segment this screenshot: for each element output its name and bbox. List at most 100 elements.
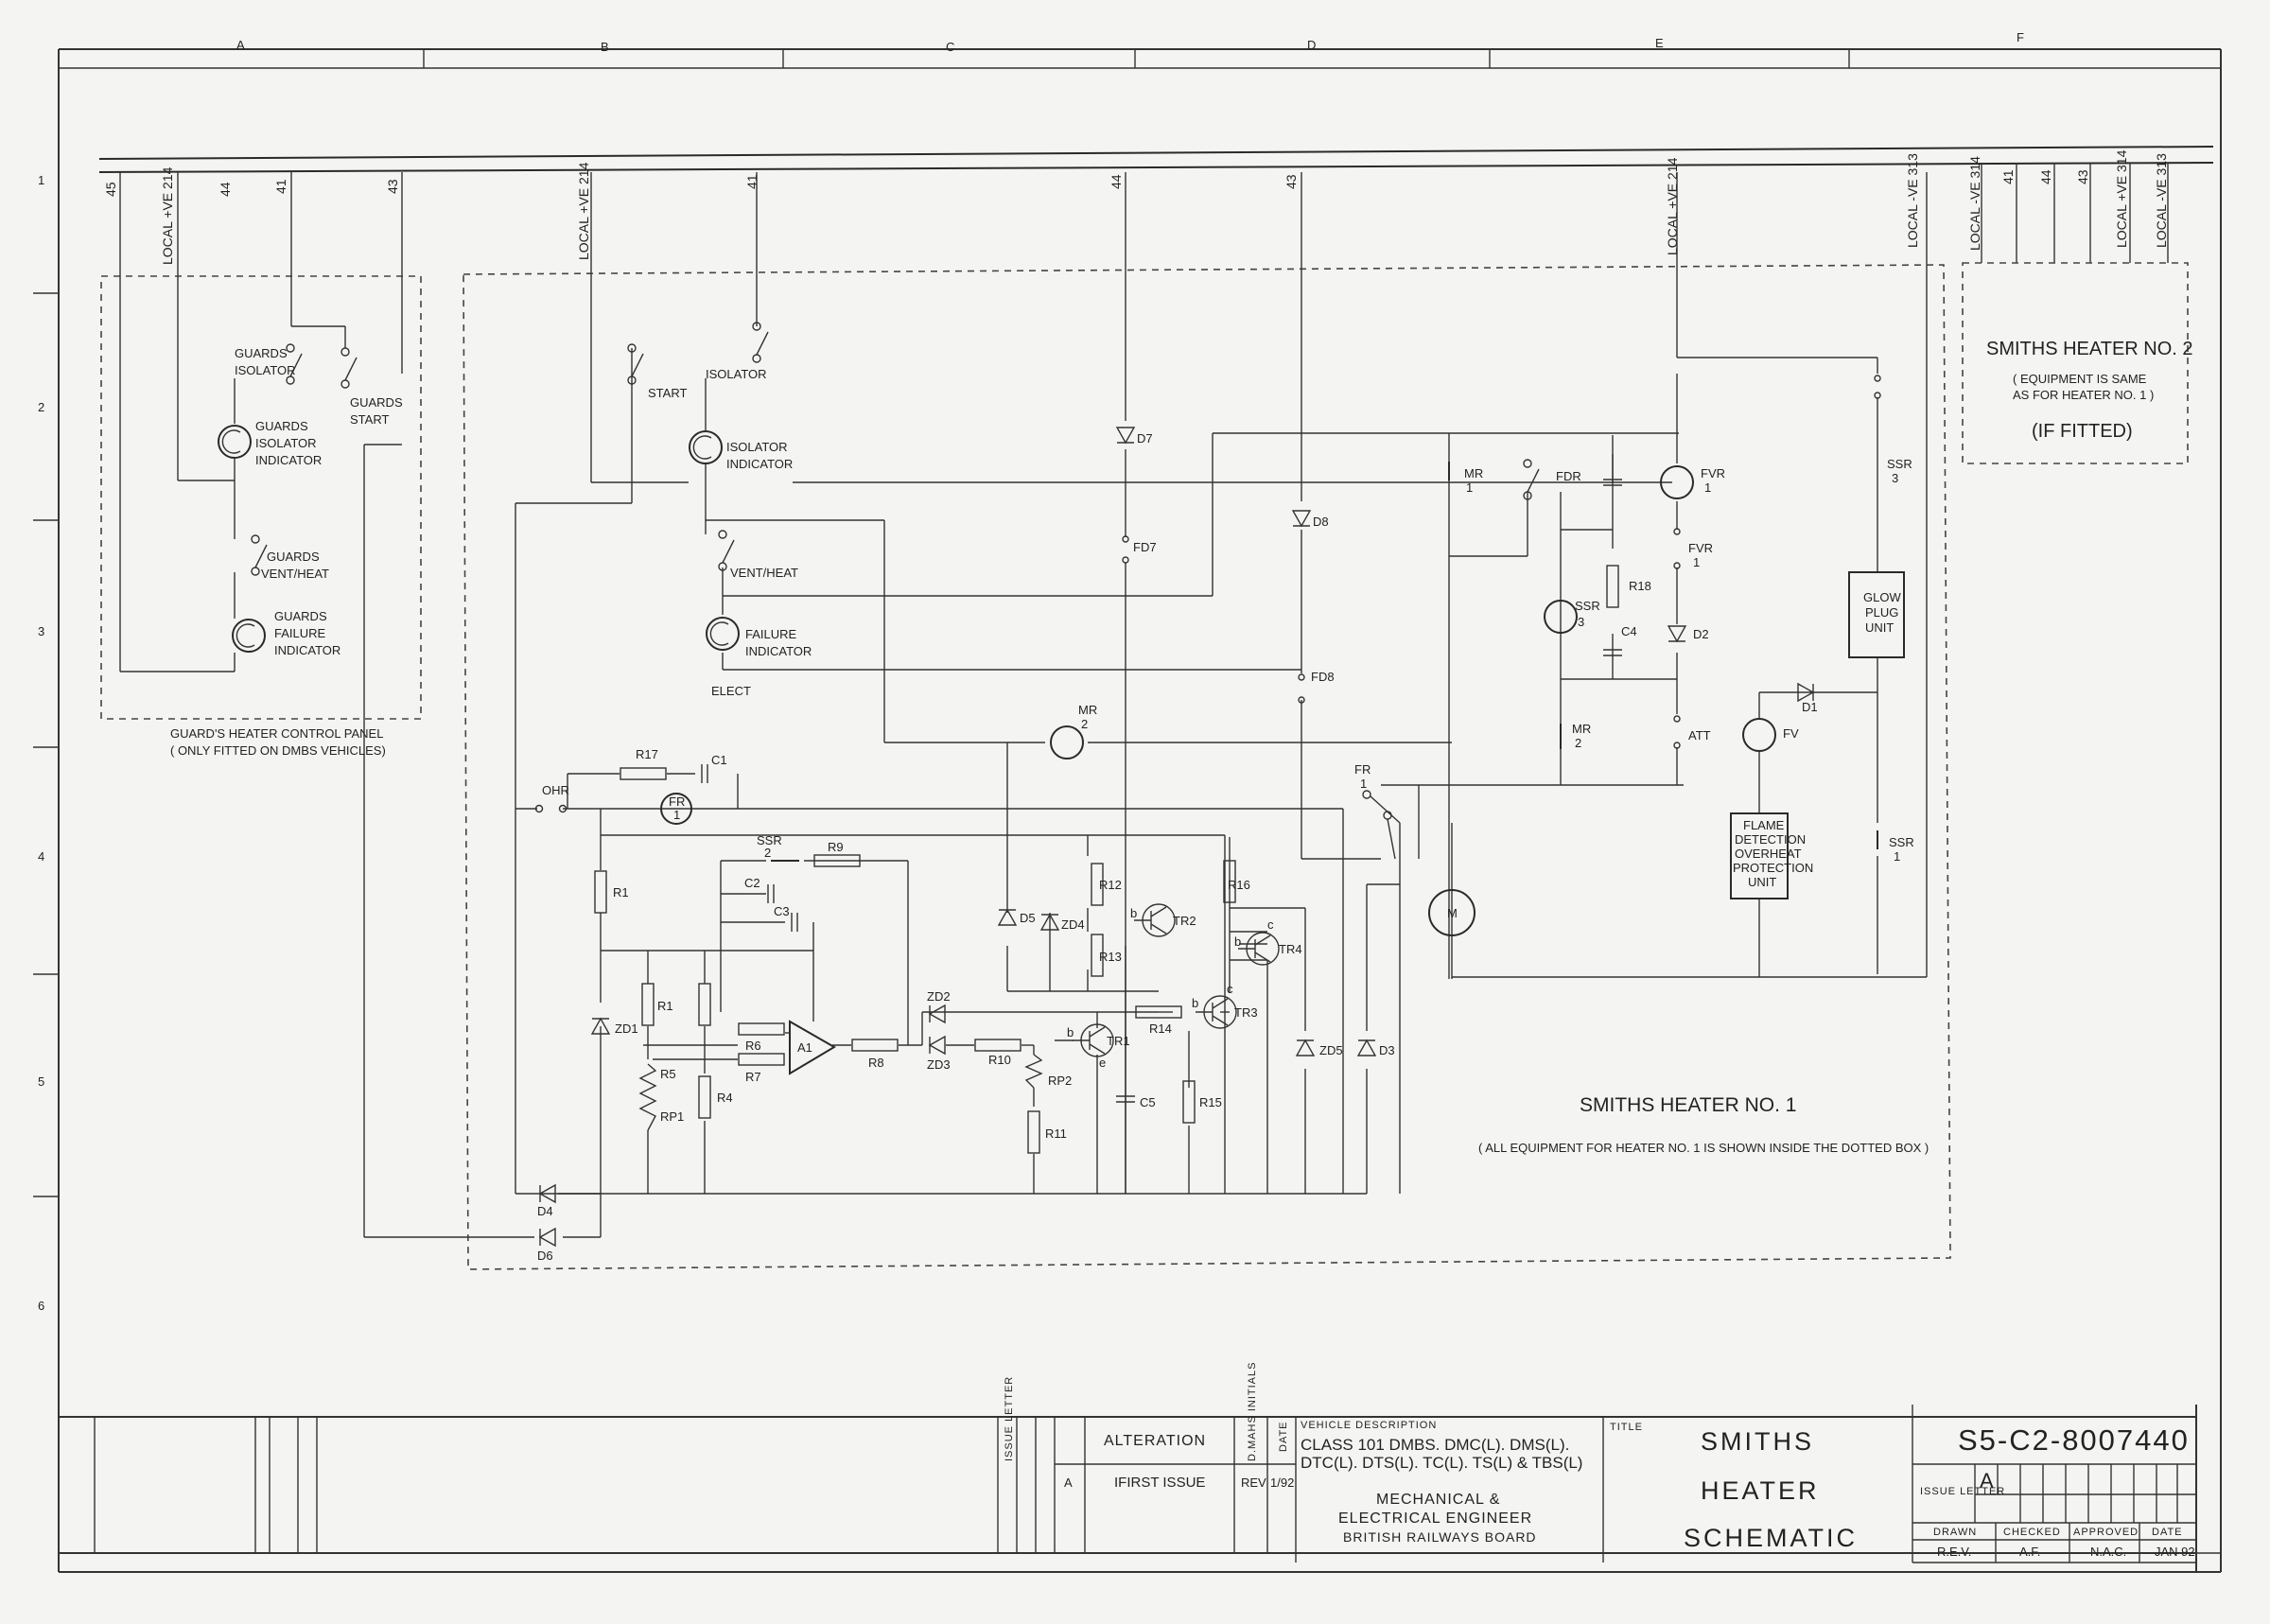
control-board-wiring xyxy=(515,742,1400,1238)
fvr1-contact-label: FVR xyxy=(1688,541,1713,555)
r1-label: R1 xyxy=(613,885,629,899)
tr3-collector: c xyxy=(1227,982,1233,996)
r16-label: R16 xyxy=(1228,878,1250,892)
start-switch xyxy=(627,343,644,385)
r7-label: R7 xyxy=(745,1070,761,1084)
ssr3-coil xyxy=(1544,600,1578,634)
isolator-switch xyxy=(752,322,769,363)
tr1-emitter: e xyxy=(1099,1056,1106,1070)
ssr2-label: 2 xyxy=(764,846,771,860)
issue-letter-value: A xyxy=(1980,1469,1994,1493)
transistor-tr3 xyxy=(1195,995,1237,1029)
r9-label: R9 xyxy=(828,840,844,854)
r6-label: R6 xyxy=(745,1039,761,1053)
heater1-upper-wiring xyxy=(515,172,1679,1194)
tr2-label: TR2 xyxy=(1173,914,1196,928)
zone-row-5: 5 xyxy=(38,1074,44,1089)
wire-label: LOCAL +VE 214 xyxy=(160,166,175,265)
initials-row: REV xyxy=(1241,1476,1266,1490)
ssr1-label: 1 xyxy=(1894,849,1900,864)
att-contact xyxy=(1673,715,1681,723)
ssr3-contact xyxy=(1874,392,1881,399)
a1-label: A1 xyxy=(797,1040,812,1055)
top-bus xyxy=(98,146,2214,173)
potentiometer-rp1 xyxy=(638,1063,657,1131)
d8-label: D8 xyxy=(1313,515,1329,529)
fr-coil-label: 1 xyxy=(673,808,680,822)
isolator-indicator-label: ISOLATOR xyxy=(726,440,788,454)
r13-label: R13 xyxy=(1099,950,1122,964)
tr4-collector: c xyxy=(1267,917,1274,932)
failure-indicator-label: FAILURE xyxy=(745,627,797,641)
fvr1-label: FVR xyxy=(1701,466,1725,480)
c1-label: C1 xyxy=(711,753,727,767)
guards-vent-heat-label: VENT/HEAT xyxy=(261,567,329,581)
fr1-label: FR xyxy=(1354,762,1371,777)
wire-label: 41 xyxy=(273,179,288,194)
top-wire-labels: 45 LOCAL +VE 214 44 41 43 LOCAL +VE 214 … xyxy=(103,149,2169,265)
fdr-label: FDR xyxy=(1556,469,1581,483)
r10-label: R10 xyxy=(988,1053,1011,1067)
guards-panel-caption: GUARD'S HEATER CONTROL PANEL xyxy=(170,726,383,741)
ohr-label: OHR xyxy=(542,783,569,797)
resistor-r6 xyxy=(738,1022,785,1036)
issue-letter-header-2: ISSUE LETTER xyxy=(1920,1486,2005,1497)
alteration-header: ALTERATION xyxy=(1104,1433,1206,1449)
r14-label: R14 xyxy=(1149,1022,1172,1036)
zone-col-c: C xyxy=(946,40,954,54)
r1b-label: R1 xyxy=(657,999,673,1013)
title-block xyxy=(59,1405,2197,1572)
guards-failure-label: INDICATOR xyxy=(274,643,340,657)
r4-label: R4 xyxy=(717,1091,733,1105)
fd7-link xyxy=(1122,556,1129,564)
wire-label: LOCAL -VE 313 xyxy=(1905,153,1920,248)
resistor-r17 xyxy=(620,767,667,780)
vehicle-description: CLASS 101 DMBS. DMC(L). DMS(L). xyxy=(1301,1436,1569,1454)
wire-label: 43 xyxy=(385,179,400,194)
transistor-tr2 xyxy=(1133,903,1176,937)
isolator-indicator-label: INDICATOR xyxy=(726,457,793,471)
drawing-frame xyxy=(33,48,2222,1573)
zone-col-a: A xyxy=(236,38,245,52)
tr4-base: b xyxy=(1234,934,1241,949)
mr2-contact-label: 2 xyxy=(1575,736,1581,750)
ssr2-label: SSR xyxy=(757,833,782,847)
tr1-base: b xyxy=(1067,1025,1074,1039)
zone-row-6: 6 xyxy=(38,1299,44,1313)
c5-label: C5 xyxy=(1140,1095,1156,1109)
date-row: 1/92 xyxy=(1270,1476,1294,1490)
approved-by: N.A.C. xyxy=(2090,1545,2126,1559)
guards-panel-caption: ( ONLY FITTED ON DMBS VEHICLES) xyxy=(170,743,386,758)
ssr1-label: SSR xyxy=(1889,835,1914,849)
drawing-title: HEATER xyxy=(1701,1476,1820,1505)
glow-plug-label: GLOW xyxy=(1863,590,1901,604)
r11-label: R11 xyxy=(1045,1126,1067,1141)
d3-label: D3 xyxy=(1379,1043,1395,1057)
guards-vent-heat-label: GUARDS xyxy=(267,550,320,564)
tr3-label: TR3 xyxy=(1234,1005,1258,1020)
isolator-indicator-lamp xyxy=(689,430,723,464)
guards-panel-wiring xyxy=(119,172,534,1238)
glow-plug-unit xyxy=(1848,571,1905,658)
ssr3-contact-label: 3 xyxy=(1892,471,1898,485)
vent-heat-switch xyxy=(718,530,735,571)
fr-relay-coil xyxy=(660,793,692,825)
isolator-label: ISOLATOR xyxy=(706,367,767,381)
flame-detection-unit xyxy=(1730,812,1789,899)
tr1-label: TR1 xyxy=(1107,1034,1130,1048)
guards-isolator-indicator-label: INDICATOR xyxy=(255,453,322,467)
start-label: START xyxy=(648,386,687,400)
checked-by: A.F. xyxy=(2019,1545,2040,1559)
heater2-box xyxy=(1962,262,2189,464)
vent-heat-label: VENT/HEAT xyxy=(730,566,798,580)
vehicle-description-header: VEHICLE DESCRIPTION xyxy=(1301,1420,1437,1431)
resistor-r18 xyxy=(1606,565,1619,608)
drawn-header: DRAWN xyxy=(1933,1527,1977,1538)
motor xyxy=(1428,889,1476,936)
heater1-dotted-box xyxy=(463,264,1951,1270)
fvr1-label: 1 xyxy=(1704,480,1711,495)
d6-label: D6 xyxy=(537,1249,553,1263)
fvr1-coil xyxy=(1660,465,1694,499)
alteration-row-text: IFIRST ISSUE xyxy=(1114,1475,1205,1491)
date2-header: DATE xyxy=(2152,1527,2183,1538)
